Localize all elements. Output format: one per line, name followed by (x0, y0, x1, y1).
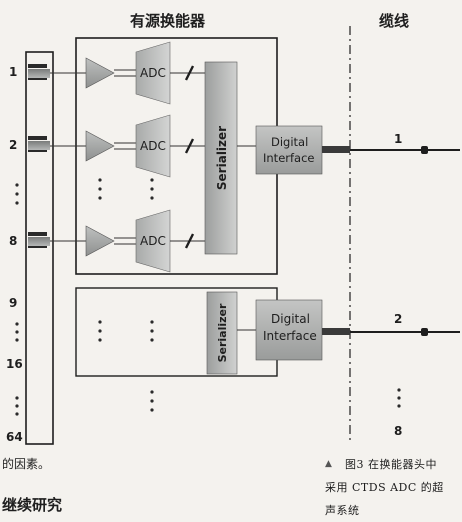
adc-label-2: ADC (140, 139, 166, 153)
serializer-block-top (204, 61, 238, 255)
amplifier-8 (85, 225, 115, 257)
adc-label-8: ADC (140, 234, 166, 248)
element-number-8: 8 (9, 234, 18, 248)
transducer-element-8 (28, 232, 50, 248)
signal-chain-2 (50, 114, 205, 178)
signal-chain-1 (50, 41, 205, 105)
channel-ellipsis-bottom (98, 320, 154, 342)
figure-caption-line-3: 声系统 (325, 504, 360, 517)
bus-slash-8 (184, 233, 195, 249)
bus-slash-2 (184, 138, 195, 154)
figure-caption-line-2: 采用 CTDS ADC 的超 (325, 481, 444, 494)
transducer-array-column (25, 51, 54, 445)
element-ellipsis (15, 183, 19, 416)
transducer-element-1 (28, 64, 50, 80)
cable-number-1: 1 (394, 132, 403, 146)
figure-caption-line-1: 图3 在换能器头中 (345, 458, 437, 471)
cable-ellipsis (397, 388, 401, 408)
serializer-label-bottom: Serializer (216, 303, 229, 362)
digital-interface-top (255, 125, 323, 175)
element-number-9: 9 (9, 296, 18, 310)
cable-number-8: 8 (394, 424, 403, 438)
bus-slash-1 (184, 65, 195, 81)
active-transducer-frame-bottom (75, 287, 278, 377)
digital-interface-bottom (255, 299, 323, 361)
signal-chain-8 (50, 209, 205, 273)
element-number-1: 1 (9, 65, 18, 79)
cable-connector-2 (421, 328, 428, 336)
body-text-fragment: 的因素。 (2, 457, 51, 471)
amplifier-2 (85, 130, 115, 162)
transducer-element-2 (28, 136, 50, 152)
element-number-16: 16 (6, 357, 23, 371)
section-heading: 继续研究 (2, 496, 63, 514)
cable-title: 缆线 (379, 12, 410, 30)
channel-ellipsis-lower (150, 390, 154, 412)
digital-interface-label-bottom-line1: Digital (271, 312, 310, 326)
digital-interface-label-top-line1: Digital (271, 135, 309, 149)
active-transducer-title: 有源换能器 (130, 12, 206, 30)
adc-block-2 (135, 114, 171, 178)
adc-block-8 (135, 209, 171, 273)
amplifier-1 (85, 57, 115, 89)
caption-marker: ▲ (325, 459, 333, 469)
channel-ellipsis-top (98, 178, 154, 200)
adc-block-1 (135, 41, 171, 105)
element-number-2: 2 (9, 138, 18, 152)
serializer-block-bottom (206, 291, 238, 375)
serializer-label-top: Serializer (215, 126, 229, 190)
adc-label-1: ADC (140, 66, 166, 80)
digital-interface-label-top-line2: Interface (263, 151, 315, 165)
cable-connector-1 (421, 146, 428, 154)
element-number-64: 64 (6, 430, 23, 444)
digital-interface-label-bottom-line2: Interface (263, 329, 317, 343)
cable-number-2: 2 (394, 312, 403, 326)
